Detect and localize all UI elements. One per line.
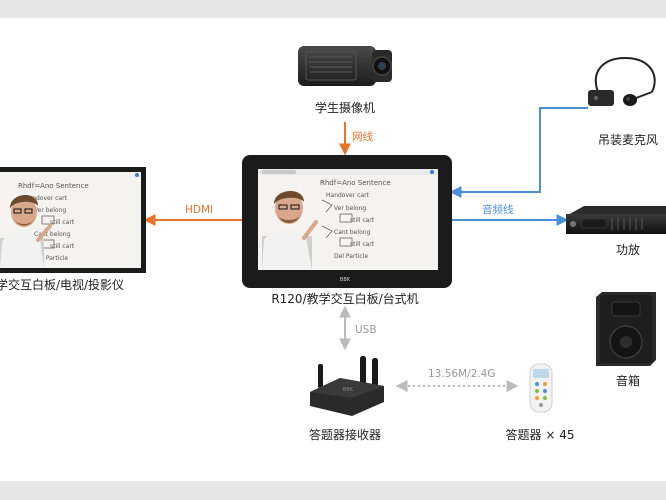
speaker-icon: [596, 292, 656, 366]
main-device-label: R120/教学交互白板/台式机: [271, 291, 418, 306]
svg-text:still cart: still cart: [50, 219, 75, 226]
receiver-icon: BBK: [310, 356, 384, 416]
camera-icon: [298, 46, 392, 86]
usb-label: USB: [355, 324, 377, 336]
clicker-icon: [529, 363, 553, 413]
tv-display: Rhdf=Ano Sentence Handover cart Ver belo…: [0, 167, 146, 273]
svg-text:Rhdf=Ano Sentence: Rhdf=Ano Sentence: [18, 182, 89, 190]
svg-text:BBK: BBK: [343, 387, 354, 393]
svg-text:Ver belong: Ver belong: [34, 207, 66, 214]
network-label: 网线: [352, 130, 373, 143]
mic-cable: [449, 107, 588, 198]
receiver-label: 答题器接收器: [309, 427, 381, 442]
tv-label: 学交互白板/电视/投影仪: [0, 277, 124, 292]
clicker-label: 答题器 × 45: [506, 427, 575, 442]
svg-text:Del Particle: Del Particle: [334, 253, 368, 260]
audio-label: 音频线: [482, 203, 514, 216]
svg-text:Handover cart: Handover cart: [24, 195, 68, 202]
svg-text:Ver belong: Ver belong: [334, 205, 366, 212]
mic-icon: [588, 56, 656, 106]
svg-text:Del Particle: Del Particle: [34, 255, 68, 262]
device-brand: BBK: [340, 277, 351, 283]
wireless-label: 13.56M/2.4G: [428, 368, 496, 380]
speaker-label: 音箱: [616, 373, 640, 388]
svg-text:Cant belong: Cant belong: [334, 229, 371, 236]
svg-text:still cart: still cart: [50, 243, 75, 250]
teacher-figure: [262, 190, 318, 270]
mic-label: 吊装麦克风: [598, 133, 658, 147]
svg-text:still cart: still cart: [350, 217, 375, 224]
camera-label: 学生摄像机: [315, 100, 375, 115]
amplifier-icon: [566, 206, 666, 234]
hdmi-label: HDMI: [185, 204, 213, 216]
svg-text:Cant belong: Cant belong: [34, 231, 71, 238]
svg-text:Handover cart: Handover cart: [326, 192, 370, 199]
tv-teacher-figure: [0, 194, 52, 268]
amplifier-label: 功放: [616, 242, 640, 257]
svg-text:Rhdf=Ano Sentence: Rhdf=Ano Sentence: [320, 179, 391, 187]
svg-text:still cart: still cart: [350, 241, 375, 248]
main-device: Rhdf=Ano Sentence Handover cart Ver belo…: [242, 155, 452, 288]
